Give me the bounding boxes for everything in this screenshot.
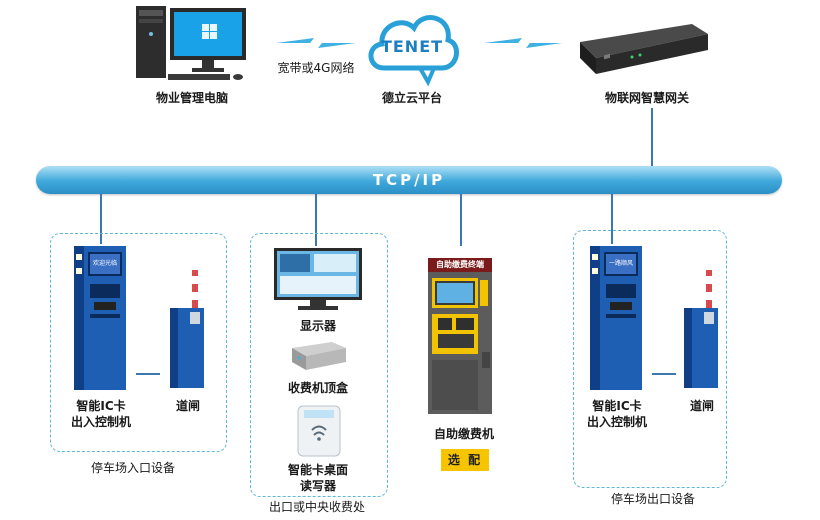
gateway-label: 物联网智慧网关 [604,91,689,105]
monitor-icon [270,246,366,312]
exit-group [573,230,727,488]
bus-label: TCP/IP [372,171,446,189]
entry-barrier-label: 道闸 [175,399,200,413]
exit-controller-label: 智能IC卡 出入控制机 [572,398,662,430]
cloud-logo-text: TENET [380,37,444,56]
entry-controller-label-line2: 出入控制机 [70,415,131,429]
exit-drop-line [611,194,613,244]
kiosk-drop-line [460,194,462,246]
card-reader-label-line1: 智能卡桌面 [287,463,348,477]
entry-group [50,233,227,452]
gateway-connector [651,108,653,166]
entry-link-line [136,373,160,375]
exit-controller-icon: 一路顺风 [584,244,646,392]
exit-caption: 停车场出口设备 [610,492,695,506]
entry-barrier-icon [166,268,206,390]
center-group [250,233,388,497]
pc-label: 物业管理电脑 [155,91,228,105]
exit-barrier-icon [680,268,720,390]
network-link-icon [276,34,356,52]
entry-drop-line [100,194,102,244]
monitor-label: 显示器 [299,319,336,333]
card-reader-label: 智能卡桌面 读写器 [268,462,368,494]
entry-controller-label: 智能IC卡 出入控制机 [56,398,146,430]
optional-badge: 选 配 [441,449,489,471]
entry-controller-icon: 欢迎光临 [68,244,130,392]
payment-kiosk-icon: 自助缴费终端 [426,256,496,418]
card-reader-icon [294,402,344,460]
cloud-platform-icon: TENET [362,2,462,88]
kiosk-header-text: 自助缴费终端 [436,260,484,269]
network-link-icon [484,34,562,52]
exit-barrier-label: 道闸 [689,399,714,413]
exit-controller-screen-text: 一路顺风 [608,260,633,267]
iot-gateway-icon [572,18,712,78]
settop-box-label: 收费机顶盒 [287,381,348,395]
exit-controller-label-line1: 智能IC卡 [592,399,642,413]
card-reader-label-line2: 读写器 [299,479,336,493]
cloud-label: 德立云平台 [381,91,442,105]
exit-controller-label-line2: 出入控制机 [586,415,647,429]
entry-controller-screen-text: 欢迎光临 [92,260,117,267]
management-pc-icon [130,4,250,82]
kiosk-label: 自助缴费机 [433,427,494,441]
network-link-label: 宽带或4G网络 [277,61,355,75]
center-drop-line [315,194,317,246]
settop-box-icon [286,338,350,374]
entry-caption: 停车场入口设备 [90,461,175,475]
tcp-ip-bus: TCP/IP [36,166,782,194]
entry-controller-label-line1: 智能IC卡 [76,399,126,413]
exit-link-line [652,373,676,375]
center-caption: 出口或中央收费处 [268,500,365,514]
